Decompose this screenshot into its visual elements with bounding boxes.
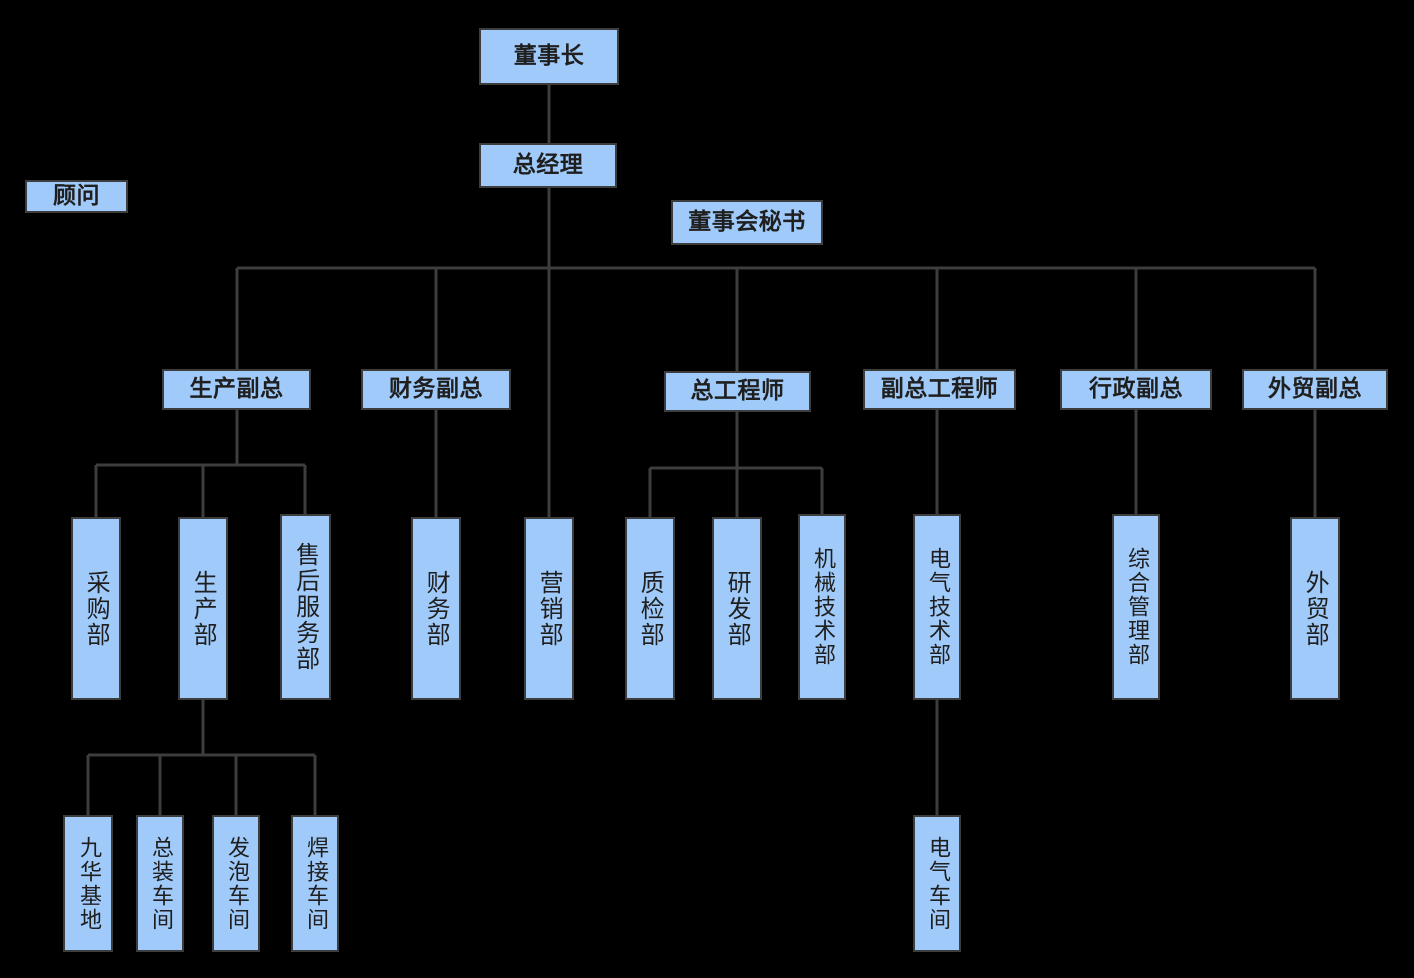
node-dept-electrical-tech[interactable]: 电气技术部 (913, 514, 961, 700)
node-vp-production-label: 生产副总 (189, 375, 284, 402)
node-vp-production[interactable]: 生产副总 (162, 369, 311, 410)
node-dept-foreign-trade-label: 外贸部 (1301, 569, 1330, 648)
node-dept-foreign-trade[interactable]: 外贸部 (1290, 517, 1340, 700)
node-ws-jiuhua-base[interactable]: 九华基地 (63, 815, 113, 952)
node-dept-general-admin-label: 综合管理部 (1123, 547, 1149, 667)
node-ws-foaming-label: 发泡车间 (223, 835, 249, 932)
node-dept-mechanical-tech[interactable]: 机械技术部 (798, 514, 846, 700)
node-ws-electrical-label: 电气车间 (924, 835, 950, 932)
node-ws-jiuhua-base-label: 九华基地 (75, 835, 101, 932)
node-dept-production-label: 生产部 (189, 569, 218, 648)
node-board-secretary[interactable]: 董事会秘书 (671, 200, 823, 245)
node-vp-foreign-trade[interactable]: 外贸副总 (1242, 369, 1388, 410)
node-chairman[interactable]: 董事长 (479, 28, 619, 85)
node-ws-foaming[interactable]: 发泡车间 (212, 815, 260, 952)
node-ws-welding[interactable]: 焊接车间 (291, 815, 339, 952)
node-ws-electrical[interactable]: 电气车间 (913, 815, 961, 952)
node-general-manager[interactable]: 总经理 (479, 143, 617, 188)
node-dept-general-admin[interactable]: 综合管理部 (1112, 514, 1160, 700)
node-dept-after-sales[interactable]: 售后服务部 (280, 514, 331, 700)
node-dept-electrical-tech-label: 电气技术部 (924, 547, 950, 667)
node-dept-finance-label: 财务部 (422, 569, 451, 648)
node-ws-final-assembly[interactable]: 总装车间 (136, 815, 184, 952)
node-advisor[interactable]: 顾问 (25, 180, 128, 213)
node-ws-welding-label: 焊接车间 (302, 835, 328, 932)
node-dept-quality[interactable]: 质检部 (625, 517, 675, 700)
node-dept-finance[interactable]: 财务部 (411, 517, 461, 700)
node-deputy-chief-engineer-label: 副总工程师 (880, 375, 999, 402)
node-dept-mechanical-tech-label: 机械技术部 (809, 547, 835, 667)
node-dept-marketing[interactable]: 营销部 (524, 517, 574, 700)
node-chief-engineer-label: 总工程师 (690, 377, 785, 404)
node-advisor-label: 顾问 (53, 182, 100, 209)
node-general-manager-label: 总经理 (512, 151, 584, 178)
node-dept-quality-label: 质检部 (636, 569, 665, 648)
node-dept-purchasing[interactable]: 采购部 (71, 517, 121, 700)
node-dept-production[interactable]: 生产部 (178, 517, 228, 700)
node-chief-engineer[interactable]: 总工程师 (664, 371, 811, 412)
node-dept-marketing-label: 营销部 (535, 569, 564, 648)
node-dept-after-sales-label: 售后服务部 (291, 542, 320, 672)
node-chairman-label: 董事长 (513, 42, 585, 69)
node-vp-finance[interactable]: 财务副总 (361, 369, 511, 410)
node-ws-final-assembly-label: 总装车间 (147, 835, 173, 932)
node-vp-finance-label: 财务副总 (389, 375, 483, 402)
node-dept-purchasing-label: 采购部 (82, 569, 111, 648)
node-vp-foreign-trade-label: 外贸副总 (1268, 375, 1362, 402)
node-board-secretary-label: 董事会秘书 (688, 208, 806, 235)
node-deputy-chief-engineer[interactable]: 副总工程师 (863, 369, 1016, 410)
node-vp-administration-label: 行政副总 (1089, 375, 1183, 402)
node-dept-rnd-label: 研发部 (723, 569, 752, 648)
node-dept-rnd[interactable]: 研发部 (712, 517, 762, 700)
node-vp-administration[interactable]: 行政副总 (1060, 369, 1212, 410)
